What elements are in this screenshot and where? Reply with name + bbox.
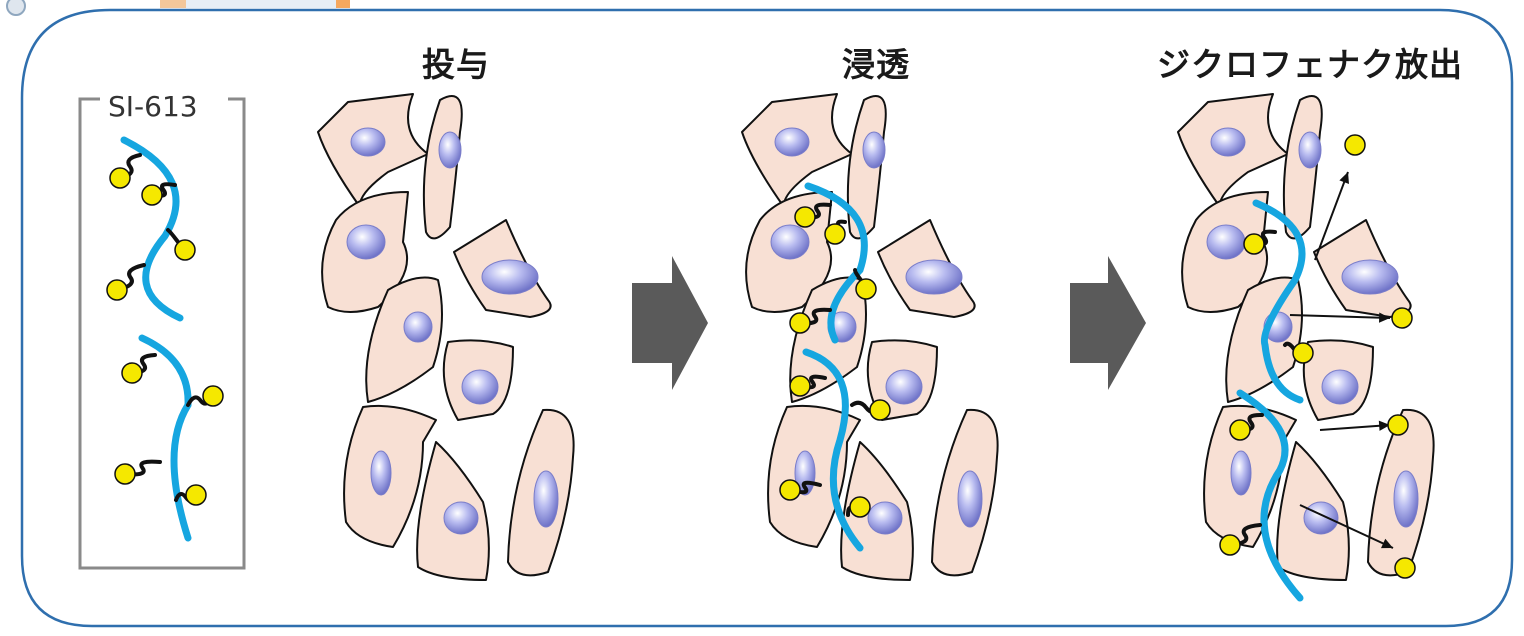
- corner-icon: [7, 0, 350, 15]
- nucleus: [404, 312, 432, 342]
- free-drug-ball: [1392, 308, 1412, 328]
- nucleus: [347, 225, 385, 259]
- nucleus: [1231, 451, 1251, 495]
- nucleus: [1211, 128, 1245, 156]
- nucleus: [886, 370, 922, 404]
- drug-ball: [203, 386, 223, 406]
- nucleus: [775, 128, 809, 156]
- drug-ball: [870, 400, 890, 420]
- drug-ball: [790, 376, 810, 396]
- drug-ball: [850, 497, 870, 517]
- step-arrow-1: [632, 256, 708, 390]
- drug-ball: [122, 363, 142, 383]
- nucleus: [1342, 260, 1398, 294]
- nucleus: [534, 471, 558, 527]
- nucleus: [371, 451, 391, 495]
- drug-ball: [1293, 343, 1313, 363]
- legend-label: SI-613: [108, 90, 198, 123]
- drug-ball: [1220, 535, 1240, 555]
- polymer-chain: [142, 338, 188, 538]
- nucleus: [868, 502, 902, 534]
- nucleus: [351, 128, 385, 156]
- stage-title-administration: 投与: [422, 38, 490, 86]
- step-arrow-2: [1070, 256, 1146, 390]
- nucleus: [1207, 225, 1245, 259]
- drug-ball: [186, 485, 206, 505]
- nucleus: [958, 471, 982, 527]
- drug-ball: [790, 313, 810, 333]
- free-drug-ball: [1388, 415, 1408, 435]
- cell-cluster: [318, 94, 574, 580]
- drug-ball: [110, 168, 130, 188]
- drug-ball: [825, 224, 845, 244]
- nucleus: [482, 260, 538, 294]
- nucleus: [1394, 471, 1418, 527]
- nucleus: [1304, 502, 1338, 534]
- nucleus: [439, 132, 461, 168]
- nucleus: [1299, 132, 1321, 168]
- nucleus: [462, 370, 498, 404]
- nucleus: [1322, 370, 1358, 404]
- drug-ball: [107, 280, 127, 300]
- nucleus: [771, 225, 809, 259]
- drug-ball: [115, 464, 135, 484]
- nucleus: [863, 132, 885, 168]
- drug-ball: [142, 185, 162, 205]
- stage-title-penetration: 浸透: [842, 38, 910, 86]
- drug-ball: [780, 480, 800, 500]
- drug-ball: [1244, 234, 1264, 254]
- stage-title-release: ジクロフェナク放出: [1157, 38, 1463, 86]
- cell: [1284, 96, 1322, 238]
- cell: [424, 96, 462, 238]
- drug-ball: [795, 207, 815, 227]
- free-drug-ball: [1345, 135, 1365, 155]
- free-drug-ball: [1395, 558, 1415, 578]
- drug-ball: [175, 240, 195, 260]
- drug-ball: [1230, 420, 1250, 440]
- nucleus: [444, 502, 478, 534]
- drug-ball: [856, 279, 876, 299]
- nucleus: [906, 260, 962, 294]
